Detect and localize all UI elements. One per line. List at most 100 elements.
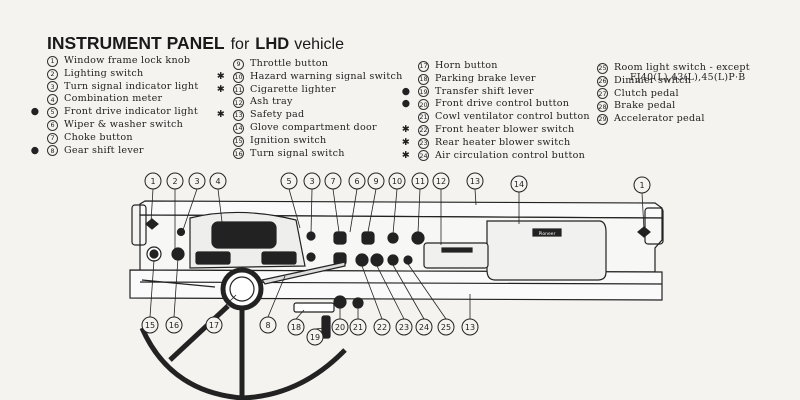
callout-leader-line	[182, 188, 198, 231]
legend-label: Front heater blower switch	[435, 123, 575, 135]
callout-leader-line	[392, 264, 425, 320]
legend-number: 25	[597, 62, 608, 74]
legend-number: 23	[418, 137, 429, 149]
callout-number: 3	[309, 177, 314, 186]
legend-number: 3	[47, 81, 58, 93]
cowl-ventilator-button	[352, 297, 364, 309]
combination-meter	[211, 221, 277, 249]
callout-leader-line	[288, 188, 301, 229]
callout-circle	[209, 172, 227, 190]
legend-label: Gear shift lever	[64, 144, 144, 156]
callout-leader-line	[149, 259, 155, 318]
asterisk-marker: ✱	[401, 136, 411, 148]
callout: 11	[411, 172, 429, 234]
callout: 9	[367, 172, 385, 233]
parking-brake-lever	[293, 302, 335, 313]
legend-label: Safety pad	[250, 109, 305, 121]
callout-leader-line	[474, 188, 477, 206]
callout-number: 1	[639, 181, 644, 190]
ash-tray	[423, 242, 489, 269]
legend-label: Turn signal indicator light	[64, 80, 199, 92]
callout: 23	[376, 265, 413, 336]
callout-circle	[437, 318, 455, 336]
callout-leader-line	[407, 263, 447, 320]
callout-number: 1	[150, 177, 155, 186]
legend-number: 7	[47, 132, 58, 144]
callout-number: 3	[194, 177, 199, 186]
callout-leader-line	[267, 275, 286, 318]
callout-leader-line	[217, 188, 223, 223]
glove-compartment-door	[486, 220, 607, 281]
legend-number: 13	[233, 110, 244, 122]
legend-number: 21	[418, 112, 429, 124]
legend-number: 27	[597, 88, 608, 100]
callout-circle	[633, 176, 651, 194]
callout-circle	[388, 172, 406, 190]
room-light-switch	[403, 255, 413, 265]
callout-circle	[303, 172, 321, 190]
callout-circle	[331, 318, 349, 336]
legend-label: Transfer shift lever	[435, 85, 534, 97]
callout-circle	[415, 318, 433, 336]
callout: 1	[144, 172, 162, 223]
legend-number: 22	[418, 124, 429, 136]
callout-number: 14	[514, 180, 524, 189]
callout: 10	[388, 172, 406, 235]
callout-number: 7	[330, 177, 335, 186]
callout-circle	[373, 318, 391, 336]
legend-number: 17	[418, 60, 429, 72]
legend-number: 20	[418, 99, 429, 111]
legend-number: 1	[47, 55, 58, 67]
transfer-shift-lever	[321, 315, 331, 339]
legend-label: Cigarette lighter	[250, 83, 336, 95]
callout-leader-line	[417, 188, 421, 234]
legend-label: Wiper & washer switch	[64, 118, 184, 130]
callout-circle	[287, 318, 305, 336]
callout-number: 12	[436, 177, 446, 186]
glovebox-badge-text: Pioneer	[539, 231, 556, 237]
callout-number: 19	[310, 333, 320, 342]
callout-circle	[166, 172, 184, 190]
legend-label: Brake pedal	[614, 100, 676, 112]
legend-label: Throttle button	[250, 58, 329, 69]
front-heater-blower-switch	[355, 253, 369, 267]
callout-circle	[144, 172, 162, 190]
asterisk-marker: ✱	[401, 149, 411, 161]
hazard-switch	[387, 232, 399, 244]
callout-number: 17	[209, 321, 219, 330]
legend-label: Ash tray	[250, 96, 293, 108]
callout-number: 8	[265, 321, 270, 330]
callout: 20	[331, 308, 349, 336]
callout-circle	[205, 316, 223, 334]
callout: 12	[432, 172, 450, 245]
callout-leader-line	[641, 192, 645, 231]
legend-label: Ignition switch	[250, 134, 327, 146]
asterisk-marker: ✱	[216, 83, 226, 95]
callout-number: 4	[215, 177, 220, 186]
asterisk-marker: ✱	[216, 109, 226, 121]
legend-label: Horn button	[435, 60, 498, 71]
legend-number: 29	[597, 114, 608, 126]
legend-label: Accelerator pedal	[614, 113, 705, 125]
legend-number: 28	[597, 101, 608, 113]
callout-number: 2	[172, 177, 177, 186]
legend-number: 19	[418, 86, 429, 98]
callout-leader-line	[310, 188, 313, 235]
